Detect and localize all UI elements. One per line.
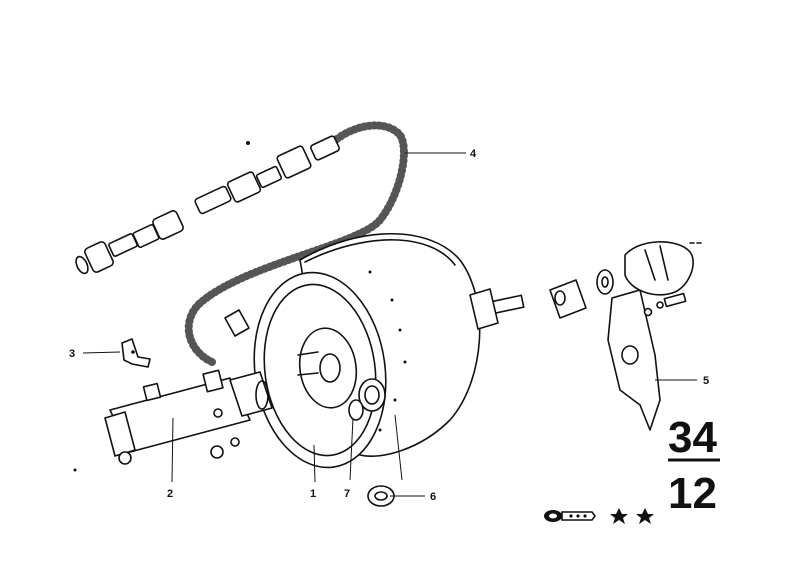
callout-3: 3 — [69, 348, 75, 360]
support-bracket-part-5[interactable] — [549, 241, 705, 431]
key-symbol-icon — [544, 510, 596, 522]
callout-6: 6 — [430, 491, 436, 503]
two-star-icon — [610, 508, 654, 524]
callout-5: 5 — [703, 375, 709, 387]
bracket-part-3[interactable] — [121, 338, 151, 368]
callout-1: 1 — [310, 488, 316, 500]
grommet-part-7[interactable] — [348, 399, 364, 481]
group-number-minor: 12 — [668, 469, 717, 518]
callout-7: 7 — [344, 488, 350, 500]
vacuum-hose-part-4[interactable] — [74, 120, 409, 367]
group-number: 34 12 — [668, 413, 720, 518]
callout-2: 2 — [167, 488, 173, 500]
master-cylinder-part-2[interactable] — [104, 369, 273, 465]
brake-servo-part-1[interactable] — [242, 232, 525, 481]
leader-lines — [73, 152, 697, 497]
callout-4: 4 — [470, 148, 477, 160]
group-number-major: 34 — [668, 413, 717, 462]
